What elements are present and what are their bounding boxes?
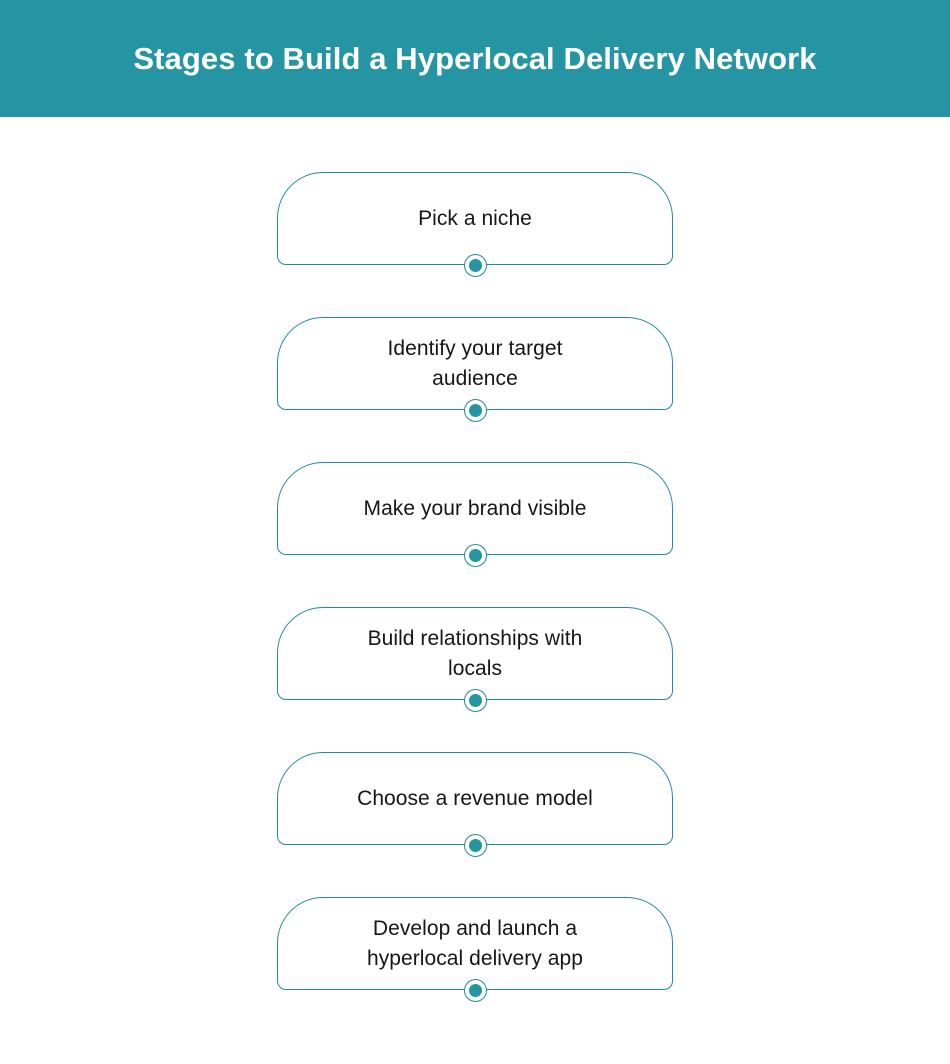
- stage-card-3[interactable]: Make your brand visible: [277, 462, 673, 555]
- circle-node-icon-1: [463, 253, 487, 277]
- flow-stage-2: Identify your target audience: [277, 317, 673, 422]
- stages-flow-diagram: Pick a niche Identify your target audien…: [0, 117, 950, 1002]
- circle-node-dot-5: [468, 838, 482, 852]
- stage-label-3: Make your brand visible: [363, 496, 587, 520]
- circle-node-icon-3: [463, 543, 487, 567]
- stage-label-4: Build relationships with locals: [367, 626, 583, 680]
- circle-node-dot-6: [468, 983, 482, 997]
- stage-label-5: Choose a revenue model: [357, 786, 593, 810]
- flow-stage-5: Choose a revenue model: [277, 752, 673, 857]
- circle-node-dot-2: [468, 403, 482, 417]
- circle-node-dot-4: [468, 693, 482, 707]
- circle-node-icon-5: [463, 833, 487, 857]
- flow-stage-3: Make your brand visible: [277, 462, 673, 567]
- circle-node-icon-6: [463, 978, 487, 1002]
- circle-node-icon-2: [463, 398, 487, 422]
- header-banner: Stages to Build a Hyperlocal Delivery Ne…: [0, 0, 950, 117]
- circle-node-dot-3: [468, 548, 482, 562]
- page-title: Stages to Build a Hyperlocal Delivery Ne…: [133, 40, 817, 76]
- stage-label-2: Identify your target audience: [387, 336, 563, 390]
- stage-card-6[interactable]: Develop and launch a hyperlocal delivery…: [277, 897, 673, 990]
- stage-card-5[interactable]: Choose a revenue model: [277, 752, 673, 845]
- flow-stage-1: Pick a niche: [277, 172, 673, 277]
- stage-card-1[interactable]: Pick a niche: [277, 172, 673, 265]
- stage-card-2[interactable]: Identify your target audience: [277, 317, 673, 410]
- circle-node-dot-1: [468, 258, 482, 272]
- flow-stage-6: Develop and launch a hyperlocal delivery…: [277, 897, 673, 1002]
- stage-card-4[interactable]: Build relationships with locals: [277, 607, 673, 700]
- circle-node-icon-4: [463, 688, 487, 712]
- flow-stage-4: Build relationships with locals: [277, 607, 673, 712]
- stage-label-1: Pick a niche: [418, 206, 532, 230]
- stage-label-6: Develop and launch a hyperlocal delivery…: [367, 916, 583, 970]
